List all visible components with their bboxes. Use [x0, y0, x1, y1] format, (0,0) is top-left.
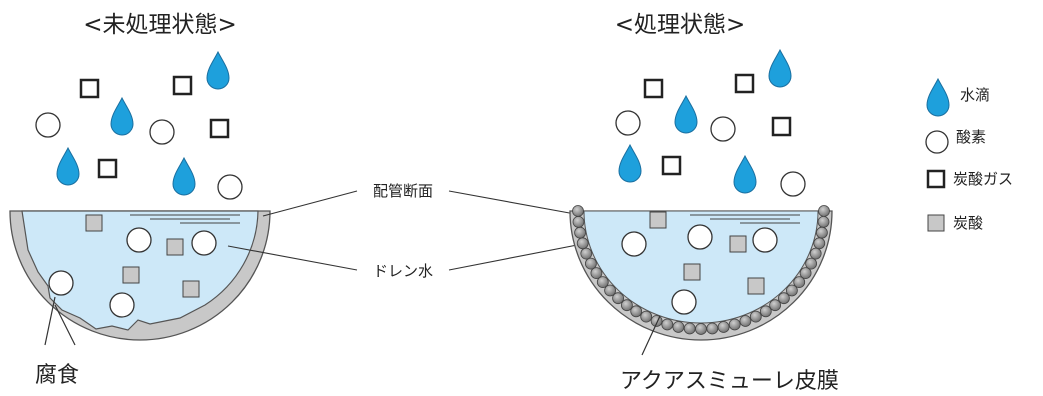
- film-bead: [661, 318, 674, 331]
- film-bead: [809, 247, 822, 260]
- water-drop-icon: [206, 51, 230, 90]
- film-bead: [817, 215, 830, 228]
- water-drop-icon: [110, 97, 134, 136]
- oxygen-circle-icon: [48, 270, 74, 296]
- water-drop-icon: [768, 49, 792, 88]
- film-bead: [596, 276, 609, 289]
- film-bead: [816, 226, 828, 239]
- oxygen-circle-icon: [126, 227, 152, 253]
- oxygen-circle-icon: [191, 230, 217, 256]
- film-bead: [604, 284, 616, 297]
- oxygen-circle-icon: [671, 289, 697, 315]
- oxygen-circle-icon: [615, 110, 641, 136]
- film-bead: [786, 284, 798, 297]
- film-bead: [799, 267, 812, 280]
- legend: 水滴 酸素 炭酸ガス 炭酸: [925, 78, 1013, 232]
- co2-square-icon: [661, 155, 682, 176]
- legend-label-oxygen: 酸素: [956, 128, 986, 146]
- water-drop-icon: [733, 155, 757, 194]
- water-drop-icon: [172, 157, 196, 196]
- title-untreated: <未処理状態>: [83, 12, 237, 38]
- legend-carbonic-acid-square-icon: [927, 214, 945, 232]
- water-drop-icon: [674, 95, 698, 134]
- film-bead: [612, 292, 624, 305]
- water-drop-icon: [56, 147, 80, 186]
- film-bead: [717, 321, 730, 333]
- oxygen-circle-icon: [621, 231, 647, 257]
- untreated-diagram: 腐食: [9, 51, 271, 388]
- film-bead: [621, 299, 633, 312]
- film-bead: [640, 310, 653, 323]
- co2-square-icon: [209, 118, 230, 139]
- oxygen-circle-icon: [752, 227, 778, 253]
- label-drain-water: ドレン水: [373, 262, 433, 280]
- carbonic-acid-square-icon: [747, 277, 765, 295]
- oxygen-circle-icon: [217, 174, 243, 200]
- co2-square-icon: [172, 75, 193, 96]
- co2-square-icon: [734, 73, 755, 94]
- co2-square-icon: [97, 158, 118, 179]
- carbonic-acid-square-icon: [182, 280, 200, 298]
- film-bead: [580, 247, 593, 260]
- film-bead: [759, 305, 772, 318]
- label-corrosion: 腐食: [35, 363, 79, 388]
- carbonic-acid-square-icon: [729, 235, 747, 253]
- oxygen-circle-icon: [35, 112, 61, 138]
- film-bead: [813, 237, 826, 250]
- legend-label-co2: 炭酸ガス: [953, 170, 1013, 188]
- label-film: アクアスミューレ皮膜: [620, 369, 839, 394]
- film-bead: [683, 322, 696, 335]
- film-bead: [728, 318, 741, 331]
- film-bead: [572, 205, 584, 217]
- co2-square-icon: [771, 116, 792, 137]
- oxygen-circle-icon: [109, 292, 135, 318]
- film-bead: [706, 322, 719, 335]
- legend-water-drop-icon: [926, 78, 950, 117]
- carbonic-acid-square-icon: [166, 238, 184, 256]
- film-beads: [572, 205, 830, 335]
- film-bead: [749, 310, 762, 323]
- legend-oxygen-circle-icon: [925, 130, 949, 154]
- film-bead: [585, 257, 597, 270]
- carbonic-acid-square-icon: [85, 214, 103, 232]
- oxygen-circle-icon: [149, 119, 175, 145]
- film-bead: [739, 315, 752, 327]
- title-treated: <処理状態>: [615, 12, 746, 38]
- film-bead: [805, 257, 817, 270]
- film-bead: [769, 299, 781, 312]
- film-bead: [778, 292, 790, 305]
- film-bead: [695, 323, 707, 335]
- co2-square-icon: [79, 78, 100, 99]
- water-drop-icon: [618, 144, 642, 183]
- film-bead: [630, 305, 643, 318]
- legend-label-water-drop: 水滴: [960, 86, 990, 104]
- film-bead: [576, 237, 589, 250]
- film-bead: [818, 205, 830, 217]
- oxygen-circle-icon: [780, 171, 806, 197]
- film-bead: [793, 276, 806, 289]
- legend-co2-square-icon: [926, 169, 946, 189]
- legend-label-carbonic-acid: 炭酸: [953, 214, 983, 232]
- oxygen-circle-icon: [710, 116, 736, 142]
- film-bead: [650, 315, 663, 327]
- carbonic-acid-square-icon: [649, 211, 667, 229]
- film-bead: [590, 267, 603, 280]
- film-bead: [672, 321, 685, 333]
- label-pipe-section: 配管断面: [373, 182, 433, 200]
- treated-diagram: アクアスミューレ皮膜: [569, 49, 839, 394]
- co2-square-icon: [643, 78, 664, 99]
- carbonic-acid-square-icon: [122, 266, 140, 284]
- film-bead: [574, 226, 586, 239]
- film-bead: [572, 215, 585, 228]
- oxygen-circle-icon: [687, 224, 713, 250]
- carbonic-acid-square-icon: [683, 263, 701, 281]
